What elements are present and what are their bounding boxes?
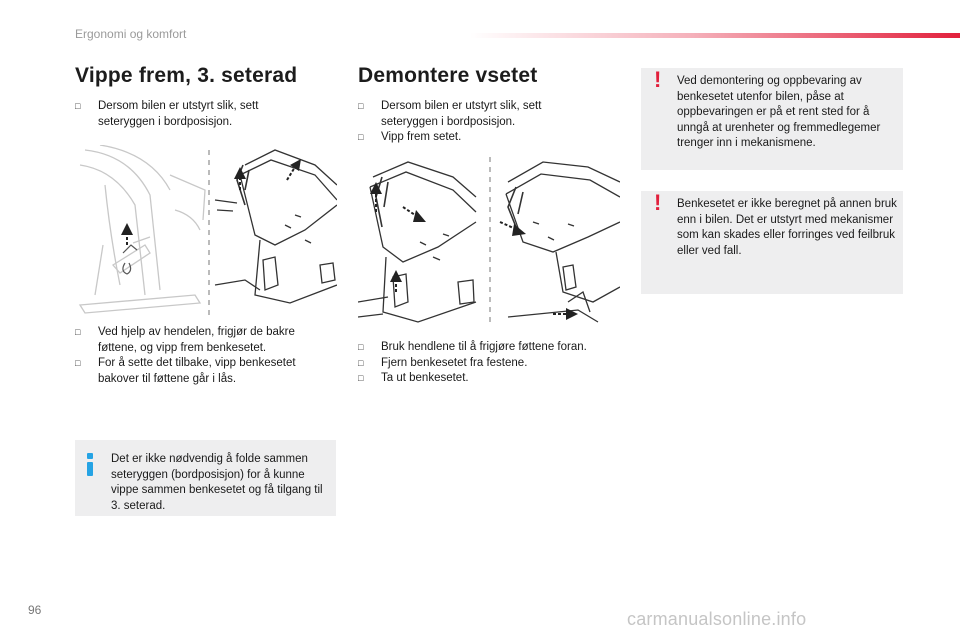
info-icon <box>87 453 93 476</box>
checkbox-marker-icon: □ <box>75 358 81 368</box>
list-item: □Vipp frem setet. <box>358 130 598 146</box>
left-figure <box>75 144 338 318</box>
warning-note-text: Ved demontering og oppbevaring av benkes… <box>677 75 881 149</box>
middle-intro-list: □Dersom bilen er utstyrt slik, sett sete… <box>358 99 598 146</box>
header-accent-bar <box>470 33 960 38</box>
checkbox-marker-icon: □ <box>358 373 364 383</box>
left-intro-list: □Dersom bilen er utstyrt slik, sett sete… <box>75 99 315 130</box>
warning-note-usage: ! Benkesetet er ikke beregnet på annen b… <box>641 191 903 294</box>
info-note-text: Det er ikke nødvendig å folde sammen set… <box>111 453 323 512</box>
warning-exclamation-icon: ! <box>654 67 662 92</box>
checkbox-marker-icon: □ <box>358 101 364 111</box>
checkbox-marker-icon: □ <box>358 342 364 352</box>
middle-title: Demontere vsetet <box>358 64 538 87</box>
middle-steps-list: □Bruk hendlene til å frigjøre føttene fo… <box>358 340 613 387</box>
checkbox-marker-icon: □ <box>75 327 81 337</box>
left-title: Vippe frem, 3. seterad <box>75 64 298 87</box>
page-number: 96 <box>28 603 42 617</box>
checkbox-marker-icon: □ <box>358 357 364 368</box>
list-item: □Ta ut benkesetet. <box>358 371 613 387</box>
left-steps-list: □Ved hjelp av hendelen, frigjør de bakre… <box>75 325 325 387</box>
list-item: □For å sette det tilbake, vipp benkesete… <box>75 357 296 385</box>
list-item: □Dersom bilen er utstyrt slik, sett sete… <box>358 100 542 128</box>
list-item: □Fjern benkesetet fra festene. <box>358 356 613 372</box>
warning-note-text: Benkesetet er ikke beregnet på annen bru… <box>677 198 897 257</box>
list-item: □Bruk hendlene til å frigjøre føttene fo… <box>358 340 613 356</box>
warning-exclamation-icon: ! <box>654 190 662 215</box>
checkbox-marker-icon: □ <box>358 132 364 142</box>
list-item: □Dersom bilen er utstyrt slik, sett sete… <box>75 100 259 128</box>
list-item: □Ved hjelp av hendelen, frigjør de bakre… <box>75 326 295 354</box>
checkbox-marker-icon: □ <box>75 101 81 111</box>
seat-tilt-illustration <box>78 144 338 315</box>
seat-removal-illustration <box>357 157 621 327</box>
watermark: carmanualsonline.info <box>627 609 807 629</box>
middle-figure <box>357 152 621 332</box>
warning-note-storage: ! Ved demontering og oppbevaring av benk… <box>641 68 903 170</box>
section-label: Ergonomi og komfort <box>75 27 187 41</box>
info-note: Det er ikke nødvendig å folde sammen set… <box>75 440 336 516</box>
